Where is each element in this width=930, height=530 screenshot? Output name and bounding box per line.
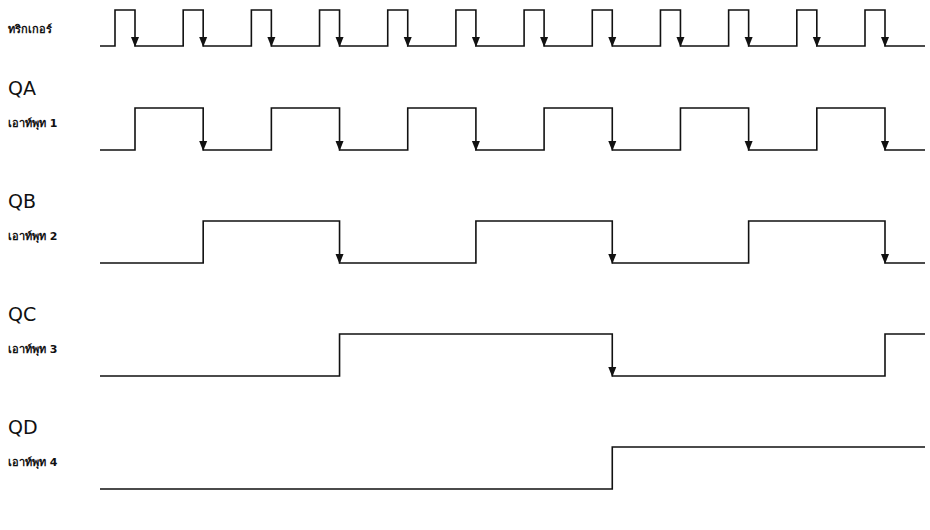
falling-edge-arrow <box>540 37 548 47</box>
signal-name: QA <box>8 78 36 99</box>
falling-edge-arrow <box>745 141 753 151</box>
signal-caption: เอาท์พุท 4 <box>8 457 57 469</box>
signal-name: QC <box>8 304 36 325</box>
falling-edge-arrow <box>608 141 616 151</box>
signal-caption: ทริกเกอร์ <box>8 24 52 36</box>
trigger-waveform <box>100 10 925 46</box>
falling-edge-arrow <box>131 37 139 47</box>
falling-edge-arrow <box>199 37 207 47</box>
falling-edge-arrow <box>404 37 412 47</box>
signal-caption: เอาท์พุท 2 <box>8 231 57 243</box>
falling-edge-arrow <box>336 37 344 47</box>
falling-edge-arrow <box>199 141 207 151</box>
signal-name: QB <box>8 191 36 212</box>
falling-edge-arrow <box>881 141 889 151</box>
signal-caption: เอาท์พุท 3 <box>8 344 57 356</box>
falling-edge-arrow <box>881 254 889 264</box>
falling-edge-arrow <box>472 37 480 47</box>
falling-edge-arrow <box>608 37 616 47</box>
falling-edge-arrow <box>745 37 753 47</box>
falling-edge-arrow <box>336 254 344 264</box>
falling-edge-arrow <box>267 37 275 47</box>
qb-waveform <box>100 221 925 263</box>
falling-edge-arrow <box>336 141 344 151</box>
falling-edge-arrow <box>881 37 889 47</box>
qd-waveform <box>100 447 925 489</box>
qa-waveform <box>100 108 925 150</box>
falling-edge-arrow <box>472 141 480 151</box>
signal-caption: เอาท์พุท 1 <box>8 118 57 130</box>
falling-edge-arrow <box>813 37 821 47</box>
falling-edge-arrow <box>676 37 684 47</box>
qc-waveform <box>100 334 925 376</box>
falling-edge-arrow <box>608 367 616 377</box>
falling-edge-arrow <box>608 254 616 264</box>
signal-name: QD <box>8 417 38 438</box>
